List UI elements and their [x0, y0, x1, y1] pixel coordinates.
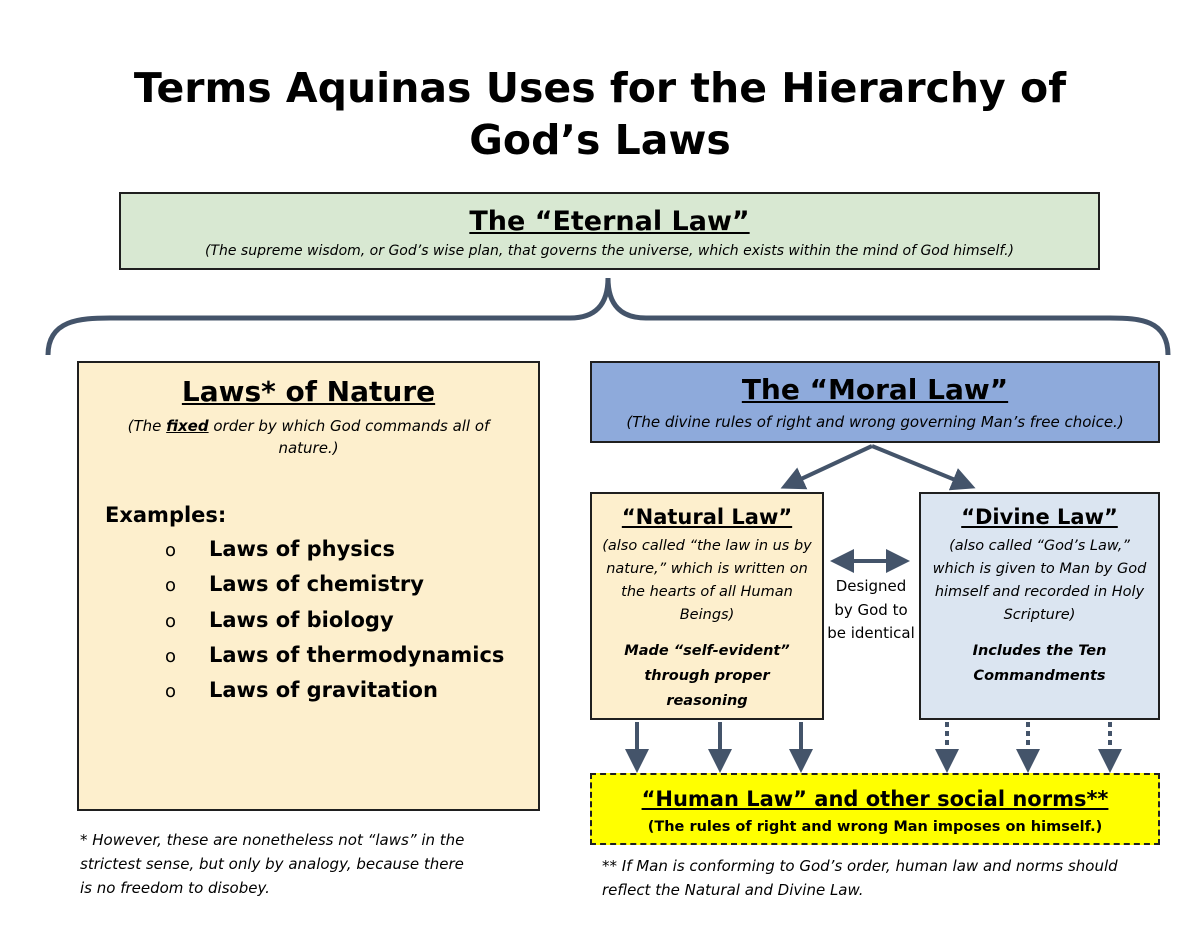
moral-to-natural-arrow — [780, 444, 873, 490]
divine-law-description: (also called “God’s Law,” which is given… — [932, 538, 1147, 623]
example-item: o Laws of biology — [165, 608, 394, 632]
bullet-icon: o — [165, 611, 177, 632]
natural-law-box: “Natural Law” (also called “the law in u… — [590, 492, 824, 720]
relation-label: Designed by God to be identical — [827, 577, 915, 642]
example-item: o Laws of gravitation — [165, 678, 438, 702]
title-line-1: Terms Aquinas Uses for the Hierarchy of — [133, 64, 1067, 112]
eternal-law-heading: The “Eternal Law” — [469, 206, 750, 237]
divine-law-note: Includes the Ten Commandments — [972, 643, 1107, 684]
example-label: Laws of chemistry — [209, 572, 424, 596]
example-item: o Laws of chemistry — [165, 572, 424, 596]
natural-law-note: Made “self-evident” through proper reaso… — [624, 643, 790, 709]
human-law-footnote: ** If Man is conforming to God’s order, … — [602, 857, 1118, 899]
laws-of-nature-desc-emphasis: fixed — [166, 417, 209, 435]
laws-of-nature-heading: Laws* of Nature — [181, 375, 436, 408]
divine-law-heading: “Divine Law” — [961, 505, 1118, 529]
example-label: Laws of thermodynamics — [209, 643, 505, 667]
human-law-heading: “Human Law” and other social norms** — [641, 787, 1109, 811]
natural-law-heading: “Natural Law” — [621, 505, 793, 529]
bullet-icon: o — [165, 681, 177, 702]
example-item: o Laws of thermodynamics — [165, 643, 504, 667]
laws-of-nature-box: Laws* of Nature (The fixed order by whic… — [77, 361, 540, 811]
laws-of-nature-desc-suffix: order by which God commands all of natur… — [208, 417, 490, 457]
moral-law-description: (The divine rules of right and wrong gov… — [626, 413, 1124, 431]
eternal-law-brace — [45, 277, 1171, 356]
example-label: Laws of gravitation — [209, 678, 438, 702]
example-item: o Laws of physics — [165, 537, 395, 561]
examples-label: Examples: — [105, 503, 227, 527]
laws-of-nature-description: (The fixed order by which God commands a… — [119, 415, 498, 459]
natural-law-description: (also called “the law in us by nature,” … — [602, 538, 812, 623]
human-law-description: (The rules of right and wrong Man impose… — [647, 819, 1103, 835]
eternal-law-box: The “Eternal Law” (The supreme wisdom, o… — [119, 192, 1100, 270]
nature-footnote: * However, these are nonetheless not “la… — [80, 831, 465, 897]
human-law-box: “Human Law” and other social norms** (Th… — [590, 773, 1160, 845]
bullet-icon: o — [165, 575, 177, 596]
bullet-icon: o — [165, 646, 177, 667]
title-line-2: God’s Laws — [469, 116, 731, 164]
eternal-law-description: (The supreme wisdom, or God’s wise plan,… — [204, 243, 1015, 259]
page-title: Terms Aquinas Uses for the Hierarchy of … — [0, 62, 1200, 166]
bullet-icon: o — [165, 540, 177, 561]
moral-law-heading: The “Moral Law” — [741, 373, 1009, 406]
laws-of-nature-desc-prefix: (The — [127, 417, 167, 435]
divine-law-box: “Divine Law” (also called “God’s Law,” w… — [919, 492, 1160, 720]
moral-to-divine-arrow — [871, 444, 976, 491]
moral-law-box: The “Moral Law” (The divine rules of rig… — [590, 361, 1160, 443]
example-label: Laws of biology — [209, 608, 394, 632]
example-label: Laws of physics — [209, 537, 395, 561]
